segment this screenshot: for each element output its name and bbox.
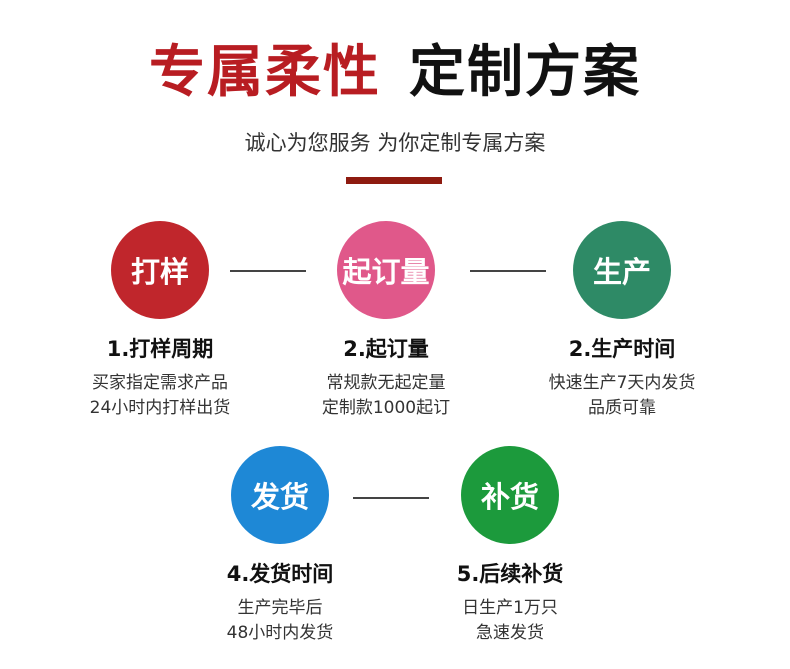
step-desc-line: 48小时内发货 — [226, 623, 334, 643]
subtitle: 诚心为您服务 为你定制专属方案 — [244, 131, 546, 155]
title-black-part: 定制方案 — [409, 40, 641, 105]
step-title-sampling: 1.打样周期 — [106, 337, 214, 361]
step-desc-restock: 日生产1万只 急速发货 — [400, 596, 620, 646]
step-desc-line: 日生产1万只 — [462, 598, 558, 618]
step-desc-line: 品质可靠 — [588, 398, 656, 418]
connector-line — [230, 270, 306, 272]
step-desc-line: 常规款无起定量 — [326, 373, 446, 393]
title-underline — [346, 177, 442, 184]
step-circle-restock: 补货 — [461, 446, 559, 544]
step-shipping: 发货 4.发货时间 生产完毕后 48小时内发货 — [170, 446, 390, 646]
step-circle-moq: 起订量 — [337, 221, 435, 319]
step-desc-line: 急速发货 — [476, 623, 544, 643]
step-desc-line: 生产完毕后 — [237, 598, 323, 618]
step-desc-production: 快速生产7天内发货 品质可靠 — [512, 371, 732, 421]
step-restock: 补货 5.后续补货 日生产1万只 急速发货 — [400, 446, 620, 646]
step-circle-production: 生产 — [573, 221, 671, 319]
step-desc-shipping: 生产完毕后 48小时内发货 — [170, 596, 390, 646]
step-production: 生产 2.生产时间 快速生产7天内发货 品质可靠 — [512, 221, 732, 421]
title-red-part: 专属柔性 — [149, 40, 381, 105]
step-title-restock: 5.后续补货 — [456, 562, 564, 586]
step-moq: 起订量 2.起订量 常规款无起定量 定制款1000起订 — [276, 221, 496, 421]
step-title-production: 2.生产时间 — [568, 337, 676, 361]
step-desc-sampling: 买家指定需求产品 24小时内打样出货 — [50, 371, 270, 421]
connector-line — [470, 270, 546, 272]
step-sampling: 打样 1.打样周期 买家指定需求产品 24小时内打样出货 — [50, 221, 270, 421]
step-desc-line: 定制款1000起订 — [321, 398, 451, 418]
step-desc-line: 买家指定需求产品 — [92, 373, 228, 393]
step-circle-shipping: 发货 — [231, 446, 329, 544]
step-desc-moq: 常规款无起定量 定制款1000起订 — [276, 371, 496, 421]
page-title: 专属柔性定制方案 — [0, 38, 790, 108]
step-desc-line: 24小时内打样出货 — [89, 398, 231, 418]
step-title-shipping: 4.发货时间 — [226, 562, 334, 586]
connector-line — [353, 497, 429, 499]
step-desc-line: 快速生产7天内发货 — [548, 373, 696, 393]
step-circle-sampling: 打样 — [111, 221, 209, 319]
step-title-moq: 2.起订量 — [343, 337, 429, 361]
